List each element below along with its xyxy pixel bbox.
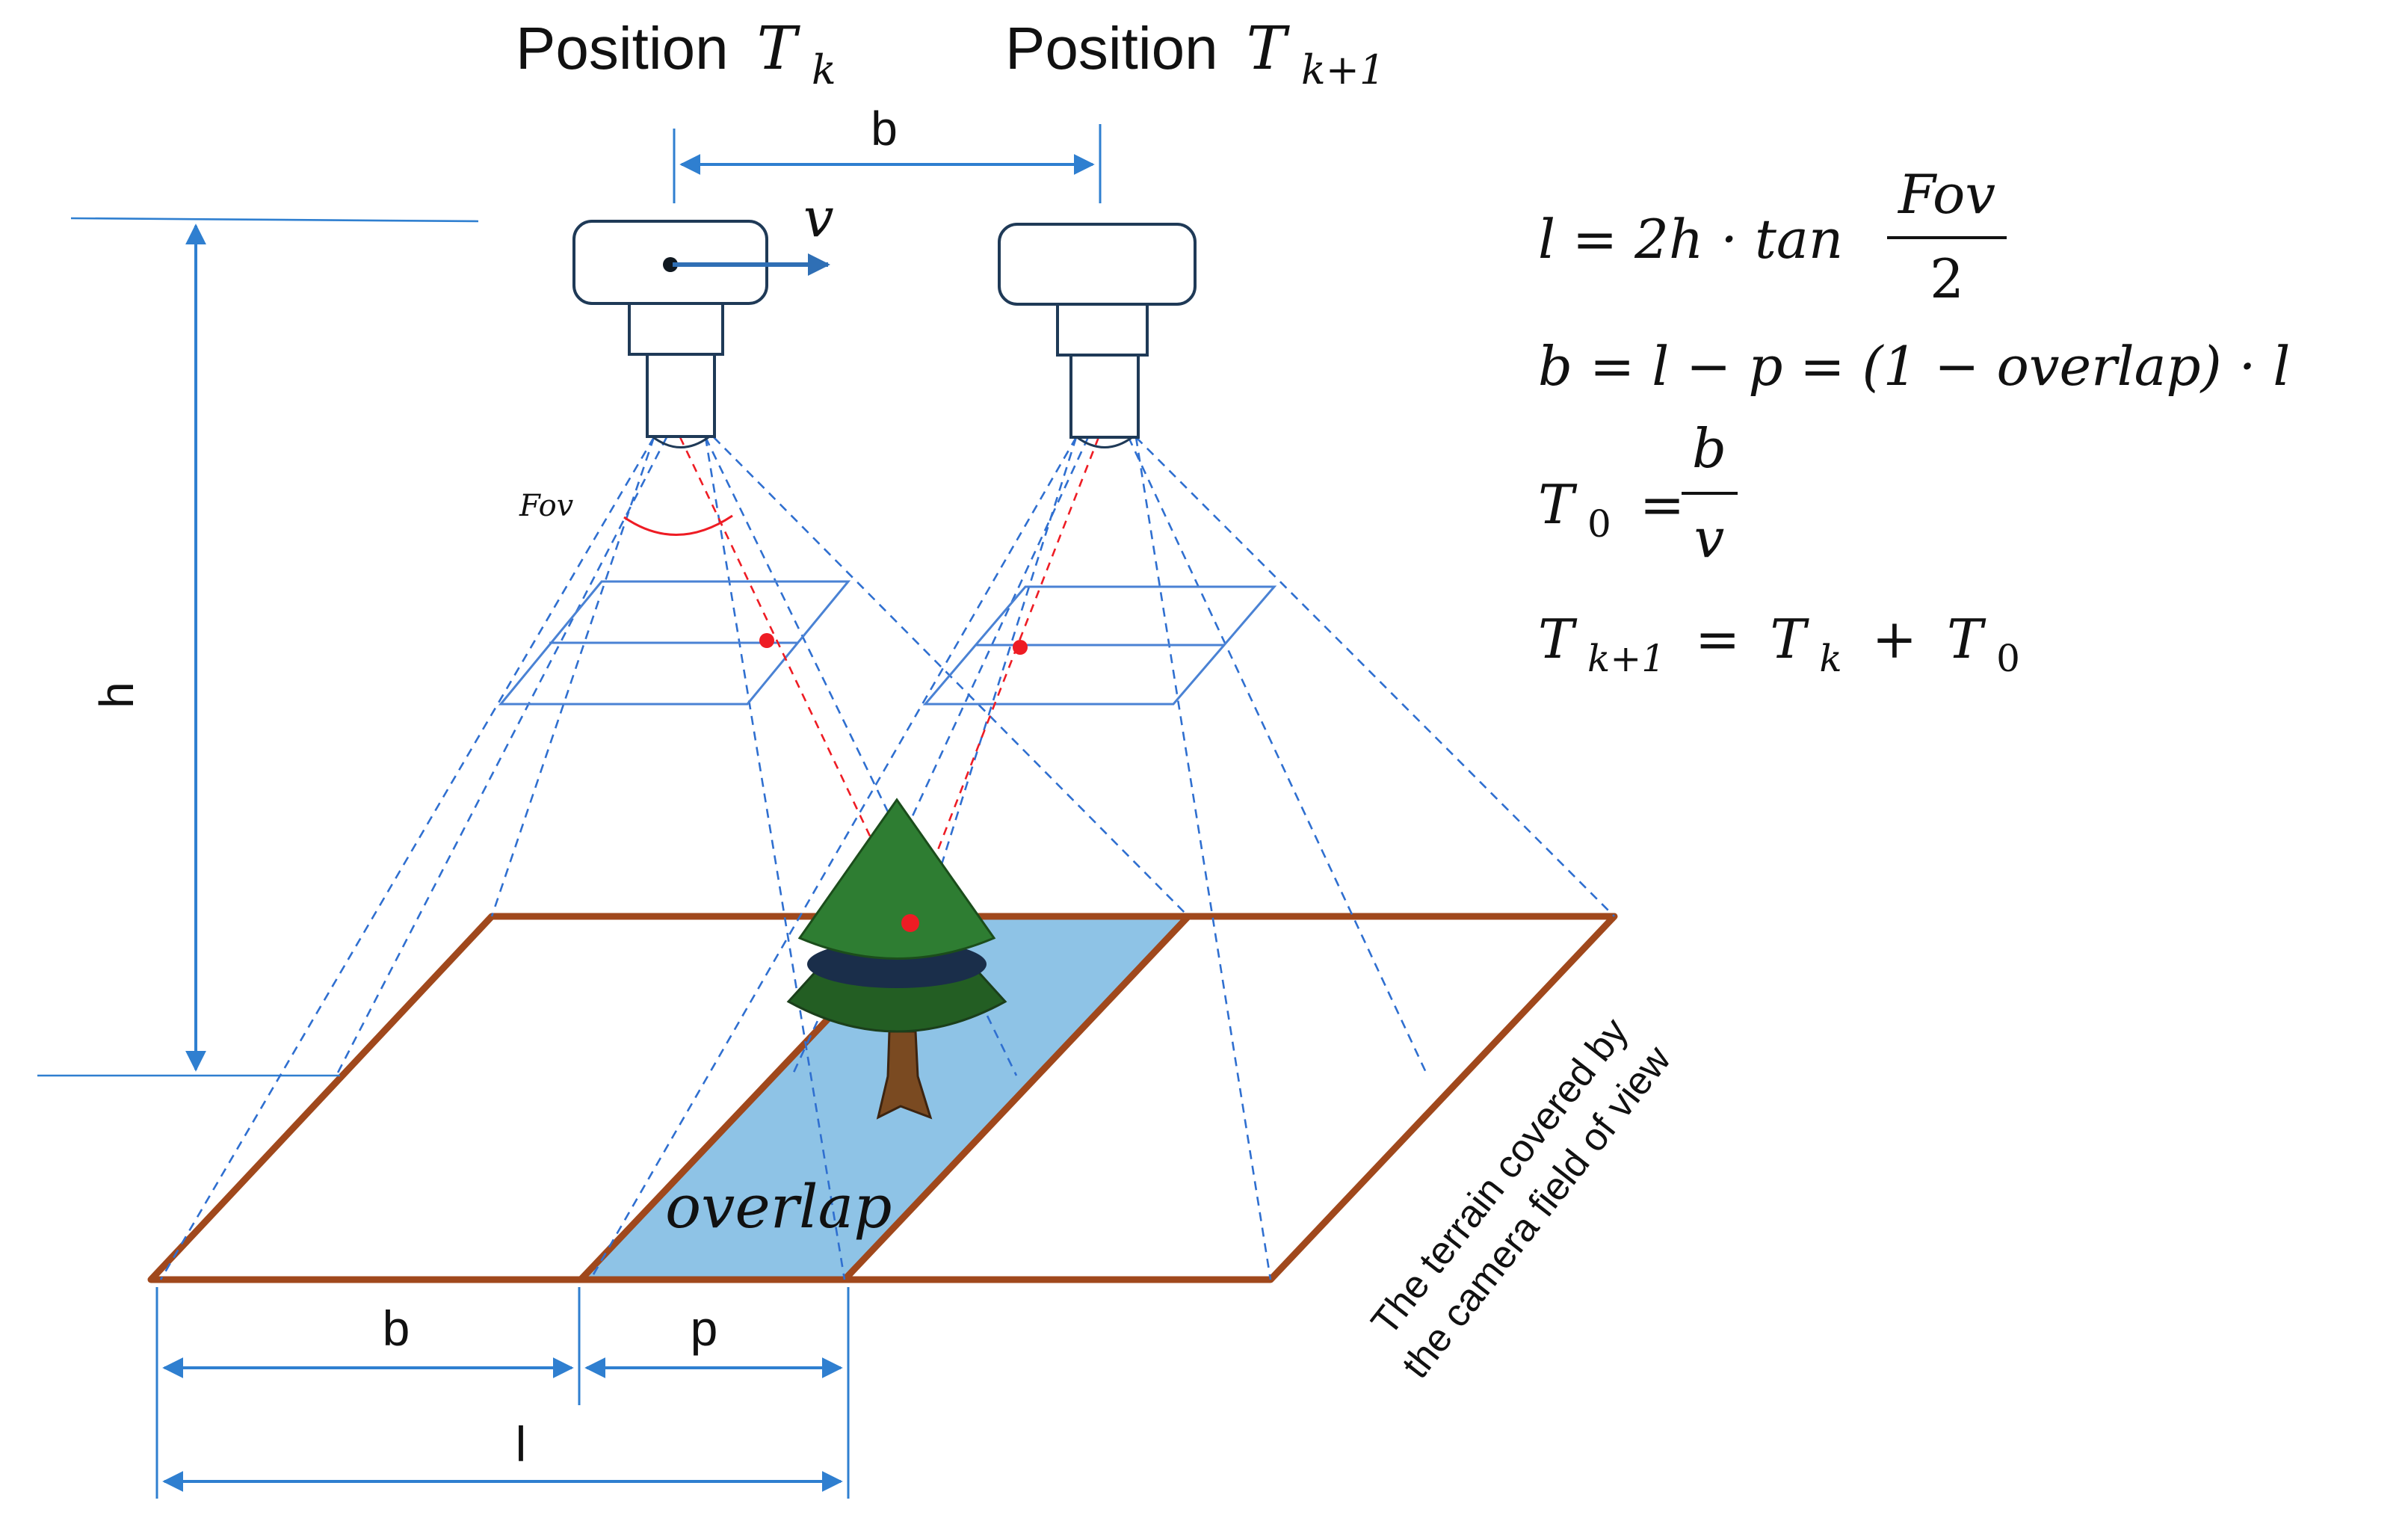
equation-recurrence: T k+1 = T k + T 0 xyxy=(1538,608,2020,683)
ground-point xyxy=(901,914,919,932)
equations: l = 2h · tan Fov 2 b = l − p = (1 − over… xyxy=(1538,163,2290,683)
equation-footprint: l = 2h · tan Fov 2 xyxy=(1538,163,2007,310)
eq1-numerator: Fov xyxy=(1897,163,1995,226)
terrain-caption-line2: the camera field of view xyxy=(1394,1037,1679,1387)
footprint-length-label: l xyxy=(516,1416,527,1472)
projection-rays xyxy=(679,437,1100,922)
eq1-lhs: l = 2h · tan xyxy=(1538,208,1843,271)
image-plane-tk xyxy=(498,580,851,706)
top-reference-line xyxy=(70,217,479,223)
camera-mount-tk1 xyxy=(1056,303,1149,357)
overlap-label: overlap xyxy=(665,1172,892,1241)
equation-baseline: b = l − p = (1 − overlap) · l xyxy=(1538,335,2290,398)
tree-trunk xyxy=(876,1030,933,1120)
height-dimension: h xyxy=(37,217,479,1077)
camera-body-tk1 xyxy=(998,223,1197,306)
bottom-dimensions: b p l xyxy=(155,1287,850,1499)
image-point-tk xyxy=(759,633,774,648)
tree-upper-crown xyxy=(797,798,996,960)
equation-interval: T 0 = b v xyxy=(1538,417,1738,570)
eq3-denominator: v xyxy=(1694,507,1725,570)
eq3-numerator: b xyxy=(1692,417,1726,480)
camera-lens-glass-tk xyxy=(652,436,709,448)
overlap-width-label: p xyxy=(691,1301,718,1356)
baseline-bottom-label: b xyxy=(383,1301,410,1356)
camera-center-tk xyxy=(663,257,678,272)
camera-tk1 xyxy=(998,223,1197,448)
camera-lens-glass-tk1 xyxy=(1076,436,1133,448)
camera-lens-tk1 xyxy=(1069,354,1140,439)
image-point-tk1 xyxy=(1013,640,1028,655)
camera-lens-tk xyxy=(646,353,716,438)
image-plane-tk1 xyxy=(922,585,1277,706)
eq3-lhs: T 0 = xyxy=(1538,473,1685,549)
camera-tk: v xyxy=(572,186,834,448)
eq1-denominator: 2 xyxy=(1930,247,1964,310)
position-tk-label: Position T k xyxy=(516,13,836,93)
tree xyxy=(786,798,1007,1120)
position-tk1-label: Position T k+1 xyxy=(1005,13,1385,93)
fov-arc xyxy=(623,514,733,536)
velocity-label: v xyxy=(803,186,834,249)
height-label: h xyxy=(90,682,143,709)
fov-lines-camera-tk xyxy=(159,437,1189,1280)
terrain-caption: The terrain covered by the camera field … xyxy=(1363,1011,1680,1387)
top-baseline-dimension: b xyxy=(673,102,1102,203)
fov-label: Fov xyxy=(519,489,574,523)
baseline-top-label: b xyxy=(871,102,898,155)
camera-mount-tk xyxy=(628,302,724,356)
